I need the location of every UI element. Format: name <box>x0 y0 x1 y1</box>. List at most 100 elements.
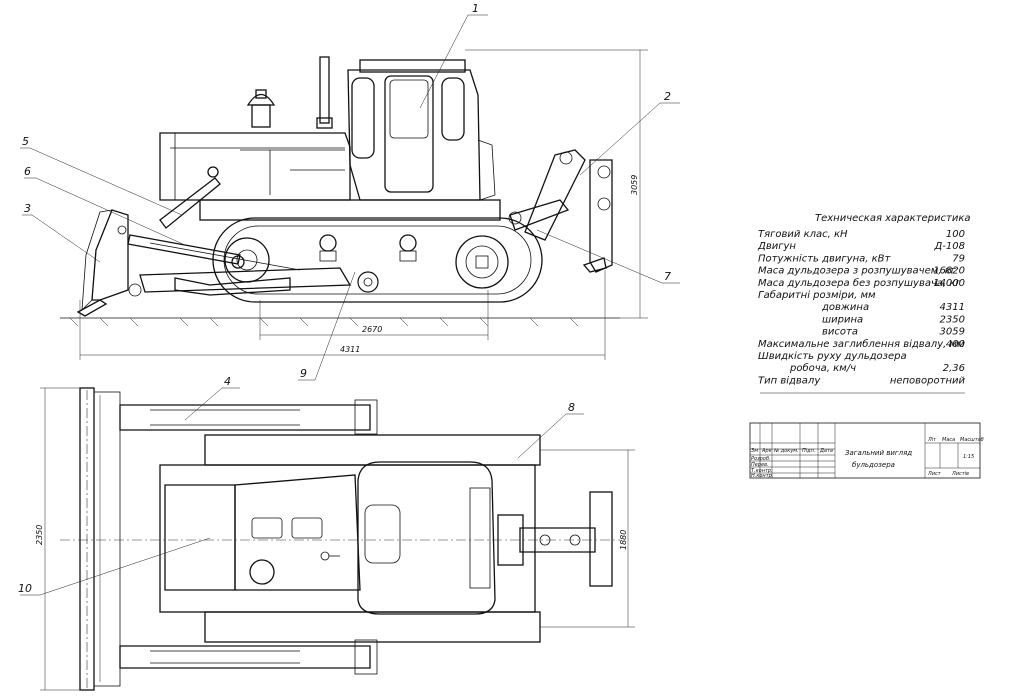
dim-width-label: 2350 <box>35 525 44 545</box>
callout-7: 7 <box>664 270 671 283</box>
hood-panels <box>170 133 345 200</box>
top-track-upper <box>204 434 541 466</box>
ripper-tooth <box>582 257 607 273</box>
title-stamp: Зм Арк № докум. Підп. Дата Розроб. Перев… <box>749 422 984 479</box>
leader-4 <box>184 387 240 421</box>
blade-pin-upper <box>117 225 127 235</box>
stamp-row-label-1: Арк <box>761 448 772 454</box>
top-push-arm-lower <box>119 645 371 669</box>
beacon-base <box>251 104 271 128</box>
leader-2 <box>579 102 680 176</box>
ripper-cylinder <box>509 199 570 231</box>
beacon-cap <box>255 89 267 99</box>
callout-2: 2 <box>664 90 671 103</box>
trunnion-joint <box>357 271 379 293</box>
spec-value-3: 16820 <box>933 266 965 277</box>
top-exhaust <box>320 551 330 561</box>
callout-6: 6 <box>24 165 31 178</box>
callout-1: 1 <box>472 2 479 15</box>
blade-edge <box>76 299 108 317</box>
cab-front <box>477 139 496 201</box>
stamp-role-1: Перев. <box>751 462 769 468</box>
dim-height-label: 3059 <box>630 175 639 195</box>
leader-6 <box>24 177 186 246</box>
stamp-sheets: Листів <box>951 471 969 477</box>
spec-label-0: Тяговий клас, кН <box>758 229 848 240</box>
callout-5: 5 <box>22 135 29 148</box>
blade <box>91 209 129 301</box>
idler-hub <box>465 245 499 279</box>
brace-pin <box>207 166 219 178</box>
cab-door-window <box>389 79 429 139</box>
stamp-col-lit: Літ <box>927 437 937 443</box>
arm-joint-upper <box>354 399 378 435</box>
dim-base-label: 2670 <box>362 325 382 334</box>
cylinder-rod <box>149 242 301 271</box>
stamp-row-labels: Зм Арк № докум. Підп. Дата <box>751 448 833 454</box>
push-arm-details <box>150 409 300 664</box>
top-view: 2350 1880 <box>35 387 635 691</box>
push-beam-brace <box>174 277 291 296</box>
spec-label-10: Швидкість руху дульдозера <box>758 350 907 362</box>
top-ripper-frame <box>589 491 613 587</box>
idler-wheel <box>455 235 509 289</box>
top-cab <box>357 461 496 615</box>
stamp-sheet: Лист <box>927 471 942 477</box>
callout-3: 3 <box>24 202 31 215</box>
stamp-role-2: Т.контр. <box>751 468 773 474</box>
sprocket <box>224 237 270 283</box>
cab <box>347 69 481 201</box>
exhaust-pipe <box>319 56 330 124</box>
cab-roof-hatch <box>364 504 401 564</box>
cab-window-rear <box>351 77 375 159</box>
leader-3 <box>22 214 101 263</box>
stamp-row-label-0: Зм <box>751 448 758 454</box>
dim-gauge-label: 1880 <box>619 530 628 550</box>
spec-value-4: 14000 <box>933 278 965 289</box>
top-body <box>159 464 536 613</box>
blade-pin <box>128 283 142 297</box>
stamp-row-label-3: Підп. <box>802 448 815 454</box>
top-ripper-beam <box>519 527 596 553</box>
roller-bracket-2 <box>399 250 417 262</box>
callout-leaders <box>20 14 680 596</box>
blade-front <box>81 209 113 312</box>
cab-roof <box>359 59 466 73</box>
engine-hood <box>159 132 351 201</box>
spec-value-7: 2350 <box>940 314 965 325</box>
arm-joint-lower <box>354 639 378 675</box>
top-blade-back <box>93 391 121 687</box>
spec-value-12: неповоротний <box>890 375 966 386</box>
roller-bracket-1 <box>319 250 337 262</box>
ripper-pin-3 <box>597 197 611 211</box>
stamp-col-mass: Маса <box>942 437 955 443</box>
spec-label-5: Габаритні розміри, мм <box>758 289 876 301</box>
spec-label-7: ширина <box>822 314 863 325</box>
spec-table: Техническая характеристика Тяговий клас,… <box>757 213 971 394</box>
spec-value-0: 100 <box>946 229 965 240</box>
spec-label-4: Маса дульдозера без розпушувача, кг <box>758 277 961 289</box>
callout-numbers: 1 2 3 4 5 6 7 8 9 10 <box>18 2 671 595</box>
spec-value-2: 79 <box>952 253 965 264</box>
top-radiator <box>164 484 236 591</box>
stamp-scale: 1:15 <box>963 454 974 460</box>
spec-label-1: Двигун <box>757 241 796 252</box>
upper-brace <box>159 177 221 229</box>
leader-7 <box>536 229 680 284</box>
spec-value-9: 400 <box>946 339 965 350</box>
stamp-title-2: бульдозера <box>852 461 895 469</box>
ripper-upper-link <box>524 149 586 241</box>
leader-1 <box>419 14 488 109</box>
spec-label-3: Маса дульдозера з розпушувачем, кг <box>758 266 957 277</box>
spec-value-8: 3059 <box>940 327 965 338</box>
callout-4: 4 <box>224 375 231 388</box>
ground-hatch <box>69 317 579 327</box>
stamp-row-label-2: № докум. <box>773 448 799 454</box>
cylinder-pin <box>231 255 245 269</box>
main-frame <box>199 199 501 221</box>
leader-8 <box>517 413 584 459</box>
carrier-roller-2 <box>399 234 417 252</box>
spec-label-8: висота <box>822 327 858 338</box>
stamp-role-0: Розроб. <box>751 456 771 462</box>
